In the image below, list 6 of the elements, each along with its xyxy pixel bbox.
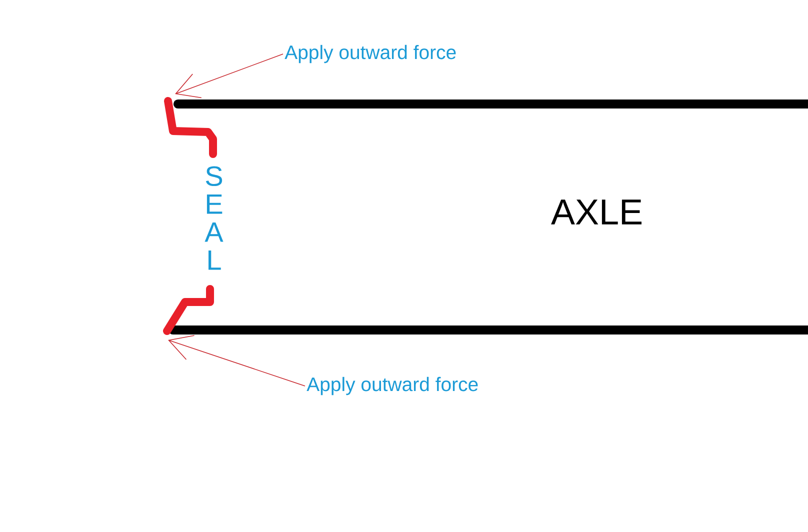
callout-text: Apply outward force <box>306 376 478 396</box>
leader-arrow <box>175 54 284 98</box>
seal-profile: SEAL <box>163 97 224 335</box>
callout-text: Apply outward force <box>284 44 456 64</box>
part-label: AXLE <box>551 200 642 224</box>
leader-arrow <box>168 335 306 386</box>
